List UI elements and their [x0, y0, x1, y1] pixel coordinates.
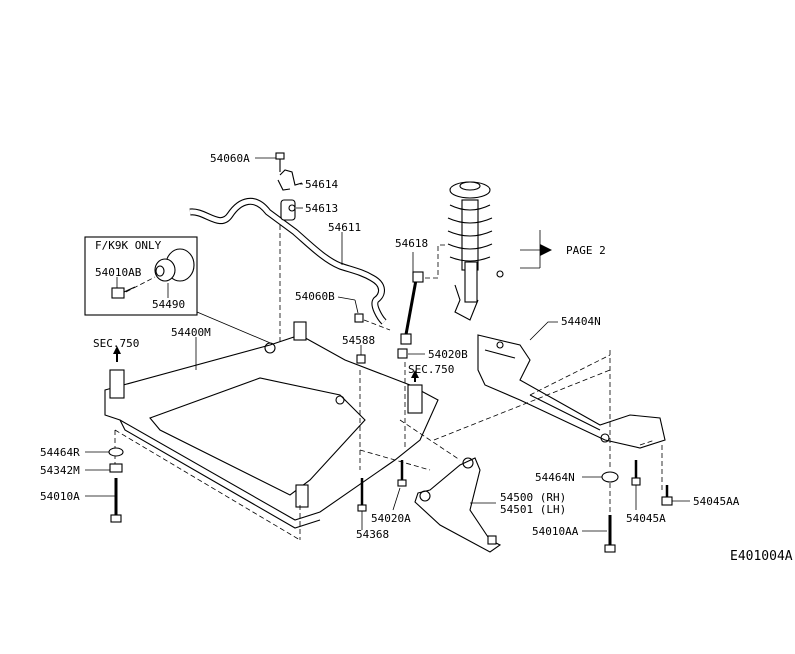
nut-54588 [356, 354, 366, 364]
label-54045A: 54045A [626, 512, 666, 525]
diagram-code: E401004A [730, 549, 793, 564]
strut-assembly [447, 181, 504, 321]
crossmember-54404N [477, 334, 666, 449]
label-54404N: 54404N [561, 315, 601, 328]
bracket-54614 [277, 169, 303, 191]
washer-54464N [601, 471, 619, 483]
page-2-reference[interactable]: PAGE 2 [566, 244, 606, 257]
label-54060A: 54060A [210, 152, 250, 165]
bolt-54010A [110, 478, 122, 523]
arrow-up-icon [113, 346, 121, 354]
label-54501: 54501 (LH) [500, 503, 566, 516]
label-54010AA: 54010AA [532, 525, 579, 538]
bolt-54045AA [661, 485, 673, 506]
subframe-54400M [104, 321, 439, 529]
label-54464N: 54464N [535, 471, 575, 484]
sec-750-mid[interactable]: SEC.750 [408, 363, 454, 376]
label-54060B: 54060B [295, 290, 335, 303]
stabilizer-bar-54611 [189, 199, 386, 324]
nut-54060B [354, 313, 364, 323]
inset-box [84, 236, 198, 316]
stabilizer-link-54618 [400, 271, 424, 345]
label-54490: 54490 [152, 298, 185, 311]
label-54618: 54618 [395, 237, 428, 250]
label-54500: 54500 (RH) [500, 491, 566, 504]
spacer-54342M [109, 463, 123, 473]
lower-control-arm-54500 [414, 457, 502, 553]
bolt-54010AA [604, 515, 616, 553]
label-54020A: 54020A [371, 512, 411, 525]
label-54010AB: 54010AB [95, 266, 142, 279]
nut-54020B [397, 348, 408, 359]
arrow-up-icon-2 [411, 370, 419, 378]
bushing-54490 [154, 248, 195, 282]
label-54588: 54588 [342, 334, 375, 347]
bolt-54020A [397, 460, 407, 487]
washer-54464R [108, 447, 124, 457]
bolt-54010AB [111, 286, 136, 299]
arrow-right-icon [540, 244, 552, 256]
label-54400M: 54400M [171, 326, 211, 339]
bushing-54613 [280, 199, 296, 221]
label-54342M: 54342M [40, 464, 80, 477]
inset-title: F/K9K ONLY [95, 239, 162, 252]
label-54464R: 54464R [40, 446, 80, 459]
label-54045AA: 54045AA [693, 495, 740, 508]
label-54613: 54613 [305, 202, 338, 215]
label-54010A: 54010A [40, 490, 80, 503]
sec-750-left[interactable]: SEC.750 [93, 337, 139, 350]
label-54614: 54614 [305, 178, 338, 191]
label-54611: 54611 [328, 221, 361, 234]
bolt-54045A [631, 460, 641, 486]
label-54368: 54368 [356, 528, 389, 541]
bolt-54060A [275, 152, 285, 172]
label-54020B: 54020B [428, 348, 468, 361]
